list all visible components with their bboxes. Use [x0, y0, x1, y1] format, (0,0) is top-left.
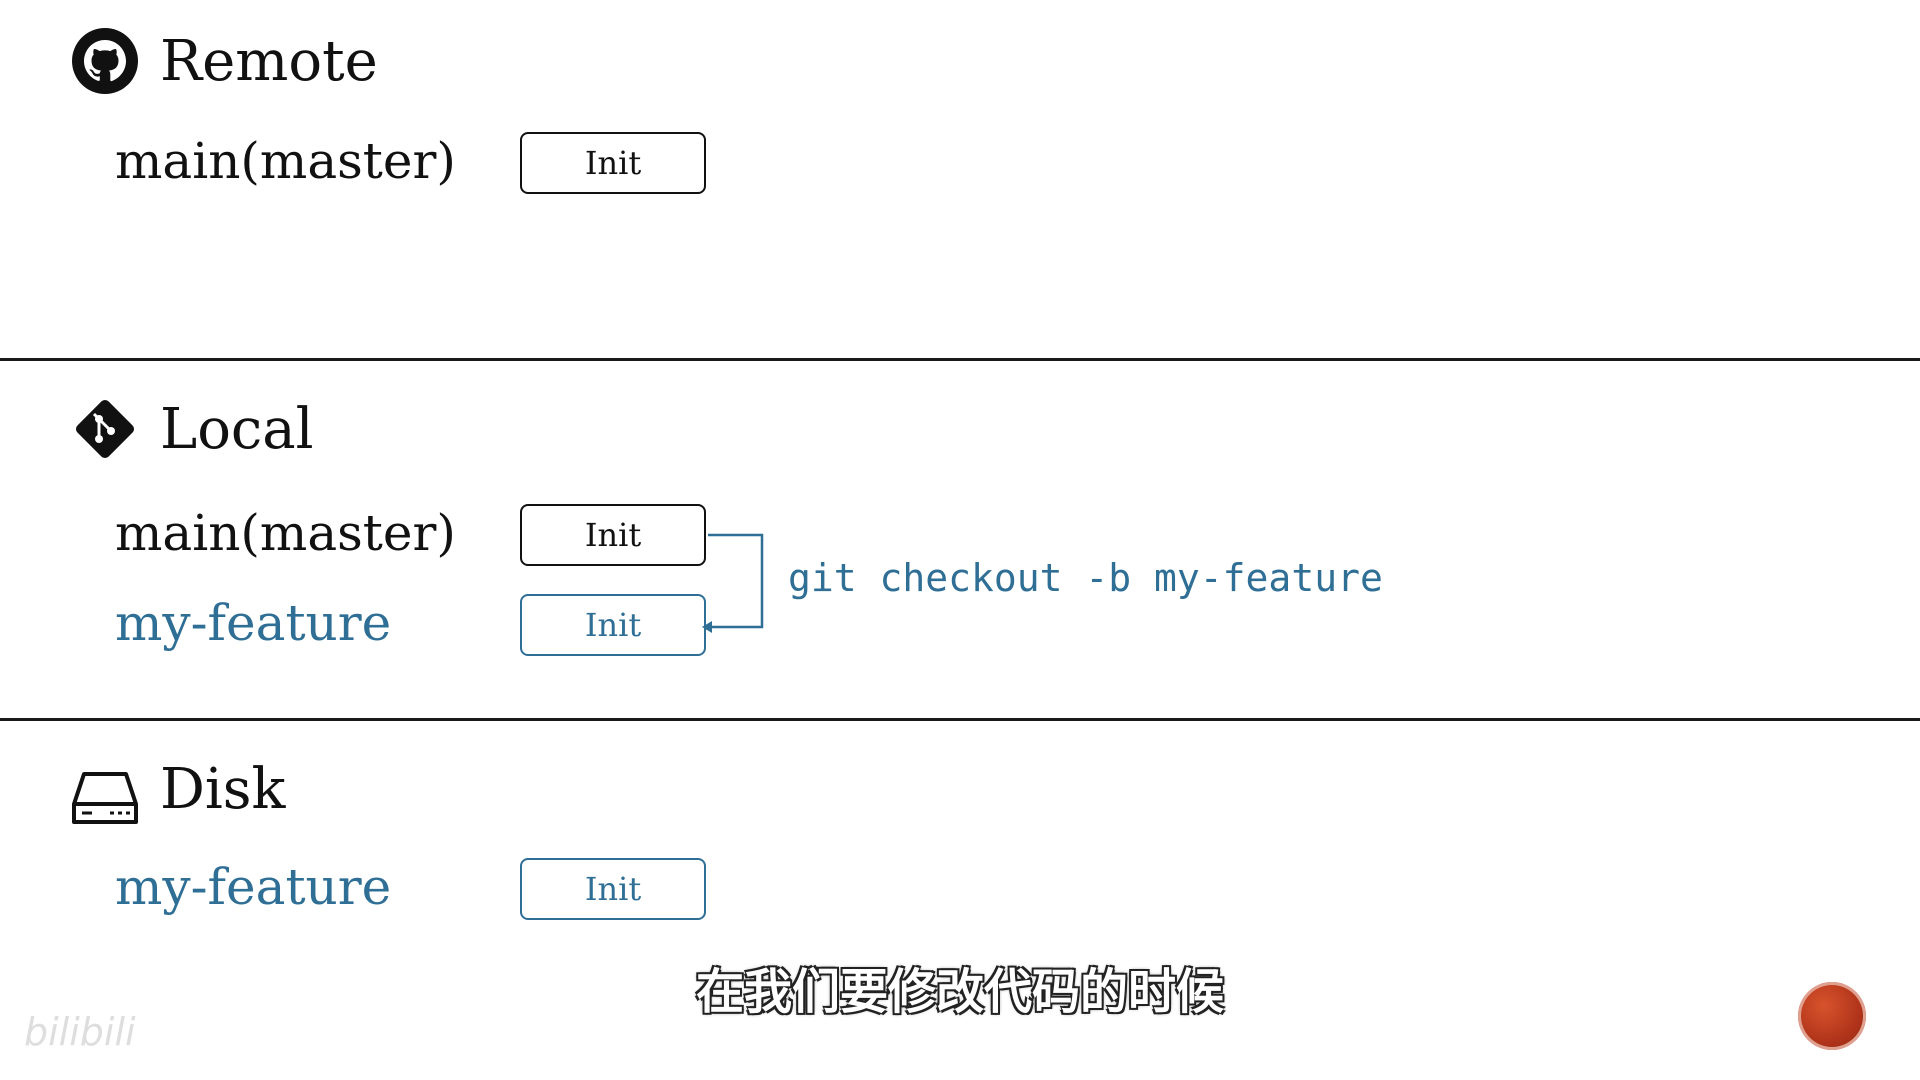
github-icon	[70, 26, 140, 96]
local-feature-branch-label: my-feature	[115, 594, 392, 652]
branch-arrow	[702, 533, 764, 633]
bilibili-watermark: bilibili	[24, 1010, 136, 1054]
local-feature-commit-box[interactable]: Init	[520, 594, 706, 656]
git-icon	[70, 394, 140, 464]
remote-main-commit-box[interactable]: Init	[520, 132, 706, 194]
remote-main-branch-label: main(master)	[115, 132, 456, 190]
git-checkout-command: git checkout -b my-feature	[788, 556, 1383, 600]
disk-feature-branch-label: my-feature	[115, 858, 392, 916]
video-subtitle: 在我们要修改代码的时候	[695, 964, 1224, 1020]
disk-section-title: Disk	[160, 757, 286, 822]
record-indicator	[1798, 982, 1866, 1050]
divider-local-disk	[0, 718, 1920, 721]
local-main-commit-box[interactable]: Init	[520, 504, 706, 566]
disk-feature-commit-box[interactable]: Init	[520, 858, 706, 920]
local-section-title: Local	[160, 397, 314, 462]
divider-remote-local	[0, 358, 1920, 361]
hard-drive-icon	[70, 760, 140, 830]
local-main-branch-label: main(master)	[115, 504, 456, 562]
remote-section-title: Remote	[160, 29, 378, 94]
